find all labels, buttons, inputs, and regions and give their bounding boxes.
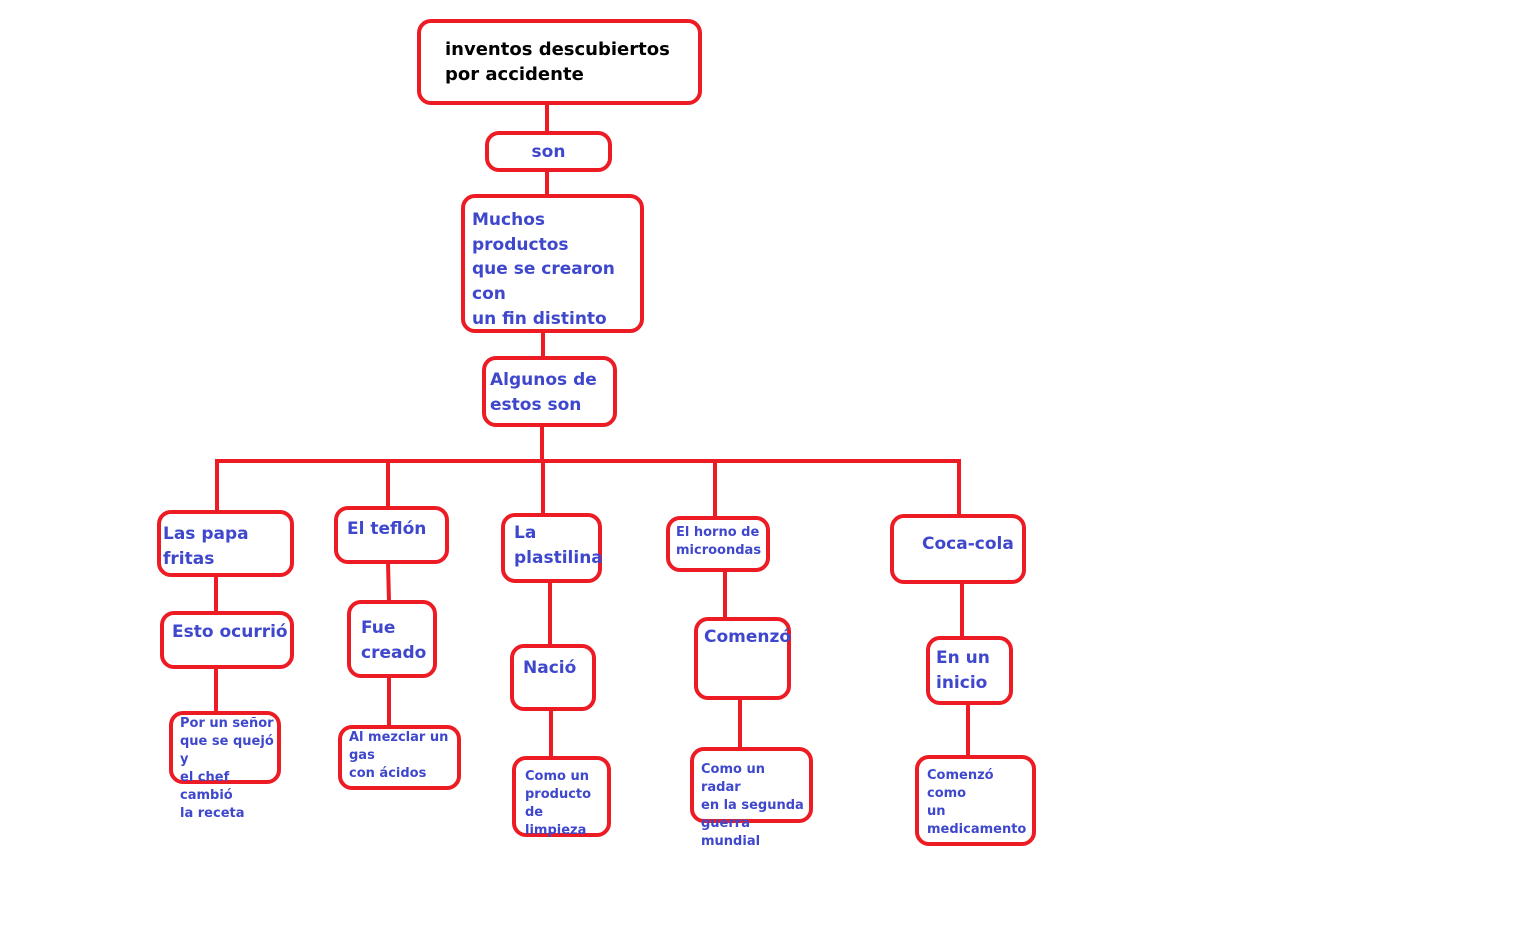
definition-line-3: un fin distinto [472,308,607,329]
branch-papas-fritas-relation: Esto ocurrió [172,622,288,642]
examples-intro-line-1: Algunos de [490,370,597,390]
branch-microondas-detail-box: Como un radar en la segunda guerra mundi… [690,747,813,849]
branch-plastilina-detail-line-2: producto [525,786,592,802]
branch-teflon-relation-line-1: Fue [361,618,396,638]
branch-plastilina-name-line-2: plastilina [514,547,603,568]
branch-cocacola-detail-line-2: un [927,803,946,819]
branch-cocacola-relation-line-1: En un [936,648,990,668]
connector-teflon-relation [386,561,391,603]
branch-microondas-detail-line-1: Como un radar [701,762,765,795]
branch-papas-fritas-box: Las papa fritas [157,510,294,577]
branch-microondas-relation: Comenzó [704,627,792,647]
branch-microondas-detail-line-3: guerra mundial [701,815,761,849]
branch-teflon-relation-box: Fue creado [347,600,437,678]
branch-papas-fritas-relation-box: Esto ocurrió [160,611,294,669]
branch-plastilina-relation-box: Nació [510,644,596,711]
root-concept-box: inventos descubiertos por accidente [417,19,702,105]
branch-papas-fritas-detail-box: Por un señor que se quejó y el chef camb… [169,711,281,821]
branch-microondas-detail-line-2: en la segunda [701,797,804,813]
branch-cocacola-relation-box: En un inicio [926,636,1013,705]
branch-plastilina-relation: Nació [523,658,577,678]
branch-cocacola-detail-line-3: medicamento [927,821,1027,837]
branch-teflon-detail-line-2: con ácidos [349,765,427,781]
branch-plastilina-detail-line-3: de limpieza [525,804,587,838]
branch-papas-fritas-name: Las papa fritas [163,524,249,569]
branch-microondas-box: El horno de microondas [666,516,770,572]
branch-papas-fritas-detail-line-4: la receta [180,805,245,821]
branch-papas-fritas-detail-line-3: el chef cambió [180,769,233,803]
definition-line-1: Muchos productos [472,210,569,255]
branch-cocacola-detail-box: Comenzó como un medicamento [915,755,1036,846]
branch-teflon-detail-box: Al mezclar un gas con ácidos [338,725,461,790]
branch-plastilina-detail-box: Como un producto de limpieza [512,756,611,838]
definition-line-2: que se crearon con [472,259,615,304]
branch-papas-fritas-detail-line-2: que se quejó y [180,733,274,767]
branch-cocacola-detail-line-1: Comenzó como [927,768,994,801]
branch-cocacola-box: Coca-cola [890,514,1026,584]
branch-cocacola-relation-line-2: inicio [936,672,988,693]
branch-microondas-relation-box: Comenzó [694,617,791,700]
branch-papas-fritas-detail-line-1: Por un señor [180,716,274,731]
branch-plastilina-box: La plastilina [501,513,603,583]
definition-box: Muchos productos que se crearon con un f… [461,194,644,333]
branch-teflon-name: El teflón [347,519,427,539]
branch-teflon-detail-line-1: Al mezclar un gas [349,730,449,763]
connector-son-label: son [531,142,566,162]
examples-intro-line-2: estos son [490,394,582,415]
root-concept-line-2: por accidente [445,64,584,86]
branch-teflon-relation-line-2: creado [361,642,427,663]
connector-son-box: son [485,131,612,172]
root-concept-line-1: inventos descubiertos [445,39,670,60]
examples-intro-box: Algunos de estos son [482,356,617,427]
branch-cocacola-name: Coca-cola [922,534,1014,554]
branch-plastilina-detail-line-1: Como un [525,769,589,784]
branch-teflon-box: El teflón [334,506,449,564]
branch-microondas-name-line-1: El horno de [676,525,760,540]
branch-plastilina-name-line-1: La [514,523,537,543]
branch-microondas-name-line-2: microondas [676,542,762,558]
